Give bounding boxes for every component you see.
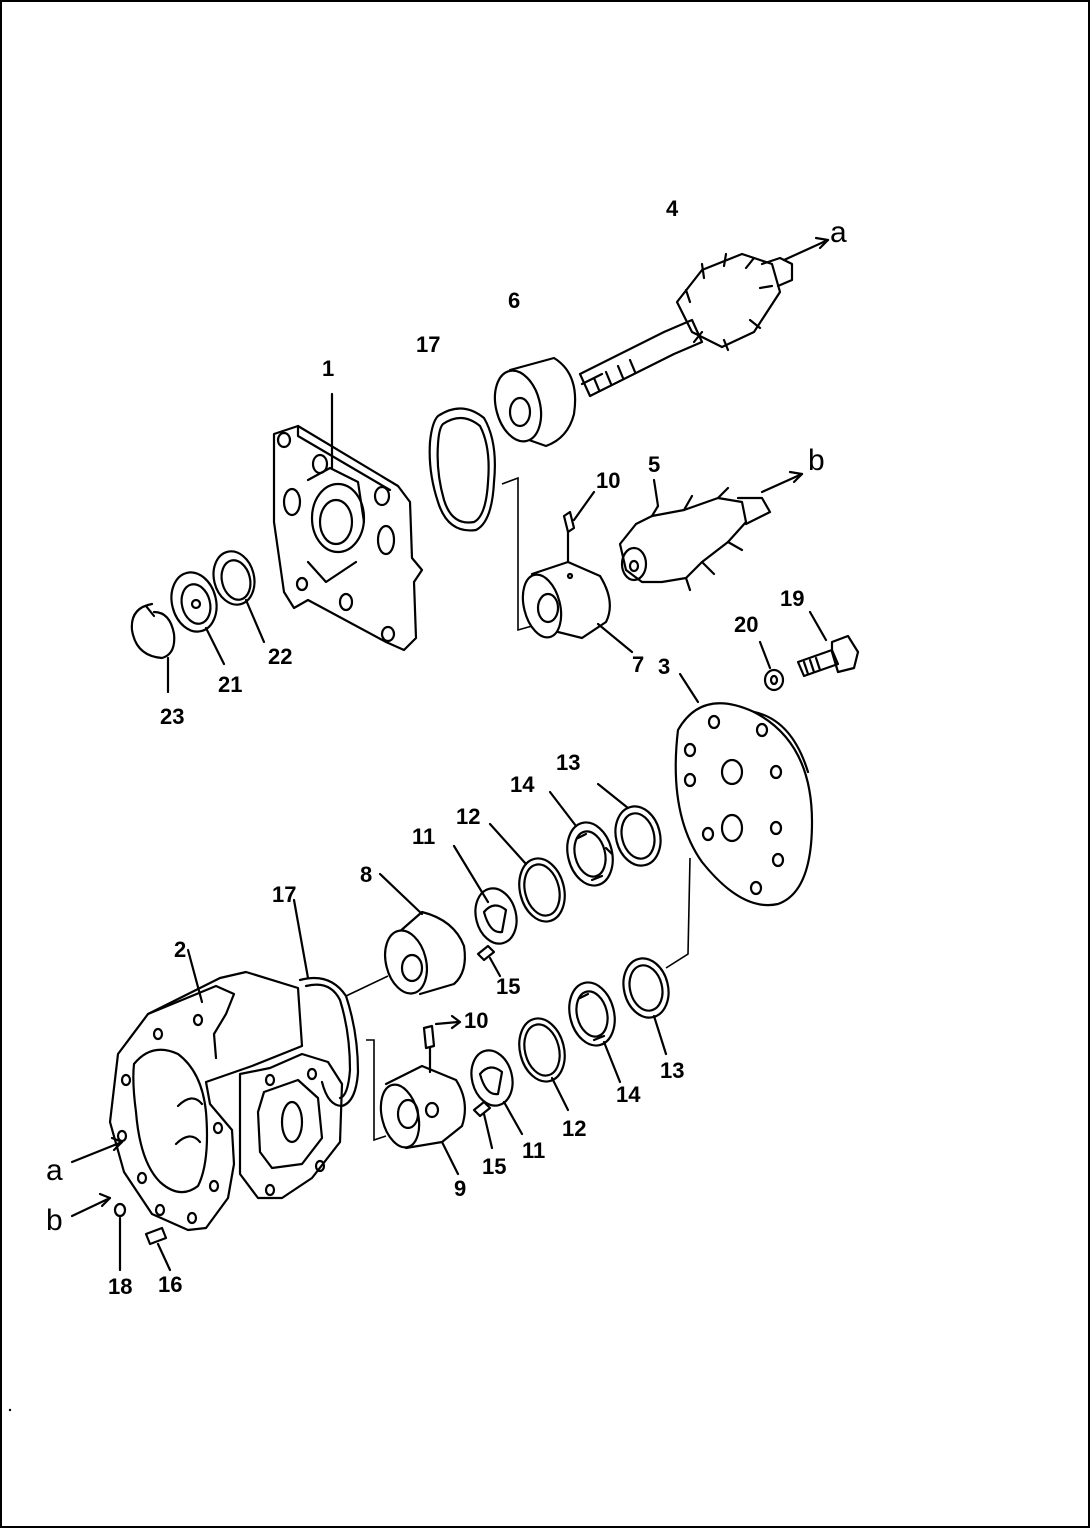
part-4-drive-gear-shaft bbox=[578, 236, 830, 398]
part-6-bushing bbox=[493, 356, 577, 448]
callout-15-lower: 15 bbox=[482, 1154, 506, 1179]
callout-21: 21 bbox=[218, 672, 242, 697]
ref-a-upper: a bbox=[830, 216, 847, 249]
part-11-plate-lower bbox=[470, 1049, 524, 1136]
callout-22: 22 bbox=[268, 644, 292, 669]
callout-labels: 1 2 3 4 5 6 7 8 9 10 10 11 11 12 12 13 1… bbox=[108, 196, 804, 1299]
part-2-pump-body bbox=[108, 948, 344, 1232]
callout-14-upper: 14 bbox=[510, 772, 535, 797]
part-1-front-cover bbox=[272, 392, 424, 652]
guide-line-lower-a bbox=[345, 975, 389, 997]
part-9-bushing-flat bbox=[379, 1064, 467, 1176]
callout-12-upper: 12 bbox=[456, 804, 480, 829]
ref-b-lower: b bbox=[46, 1204, 63, 1237]
part-17-o-ring-upper bbox=[428, 407, 496, 532]
callout-11-lower: 11 bbox=[522, 1138, 545, 1163]
part-12-gasket-lower bbox=[518, 1017, 570, 1112]
callout-11-upper: 11 bbox=[412, 824, 435, 849]
part-13-ring-lower bbox=[622, 957, 670, 1056]
callout-17-upper: 17 bbox=[416, 332, 440, 357]
guide-line-lower-b bbox=[366, 1039, 387, 1142]
part-8-gear-bushing bbox=[378, 872, 466, 996]
part-17-o-ring-lower bbox=[292, 898, 360, 1108]
part-10-pin-lower bbox=[422, 1014, 462, 1074]
part-13-ring-upper bbox=[596, 782, 662, 867]
callout-14-lower: 14 bbox=[616, 1082, 641, 1107]
part-20-washer bbox=[758, 640, 785, 692]
callout-19: 19 bbox=[780, 586, 804, 611]
ref-b-upper: b bbox=[808, 444, 825, 477]
part-22-oil-seal bbox=[212, 550, 266, 644]
part-3-rear-cover bbox=[674, 672, 814, 907]
part-18-o-ring-small bbox=[113, 1202, 127, 1272]
callout-16: 16 bbox=[158, 1272, 182, 1297]
part-12-gasket-upper bbox=[488, 822, 566, 923]
callout-13-lower: 13 bbox=[660, 1058, 684, 1083]
callout-18: 18 bbox=[108, 1274, 132, 1299]
callout-17-lower: 17 bbox=[272, 882, 296, 907]
callout-2: 2 bbox=[174, 937, 186, 962]
callout-3: 3 bbox=[658, 654, 670, 679]
stray-dot bbox=[8, 1408, 12, 1412]
callout-10-upper: 10 bbox=[596, 468, 620, 493]
part-23-snap-ring bbox=[130, 602, 176, 694]
callout-5: 5 bbox=[648, 452, 660, 477]
part-15-pin-lower bbox=[472, 1100, 494, 1150]
part-10-pin-upper bbox=[562, 490, 596, 564]
callout-23: 23 bbox=[160, 704, 184, 729]
part-21-bearing bbox=[170, 571, 226, 666]
callout-1: 1 bbox=[322, 356, 334, 381]
callout-8: 8 bbox=[360, 862, 372, 887]
ref-arrows-lower bbox=[70, 1136, 124, 1218]
part-5-driven-gear bbox=[618, 470, 804, 592]
guide-line-upper bbox=[501, 476, 533, 632]
callout-12-lower: 12 bbox=[562, 1116, 586, 1141]
callout-10-lower: 10 bbox=[464, 1008, 488, 1033]
guide-line-rear bbox=[665, 857, 691, 969]
part-11-plate-upper bbox=[452, 844, 518, 945]
part-16-dowel-pin bbox=[144, 1226, 172, 1272]
callout-20: 20 bbox=[734, 612, 758, 637]
callout-4: 4 bbox=[666, 196, 679, 221]
callout-15-upper: 15 bbox=[496, 974, 520, 999]
part-15-pin-upper bbox=[476, 944, 502, 978]
callout-9: 9 bbox=[454, 1176, 466, 1201]
part-7-bushing-flat bbox=[521, 560, 634, 654]
ref-a-lower: a bbox=[46, 1154, 63, 1187]
part-14-seal-ring-upper bbox=[548, 790, 614, 887]
callout-13-upper: 13 bbox=[556, 750, 580, 775]
part-14-seal-ring-lower bbox=[568, 981, 622, 1084]
part-19-bolt bbox=[796, 610, 860, 678]
reference-letters: a b a b bbox=[46, 216, 847, 1237]
callout-6: 6 bbox=[508, 288, 520, 313]
callout-7: 7 bbox=[632, 652, 644, 677]
